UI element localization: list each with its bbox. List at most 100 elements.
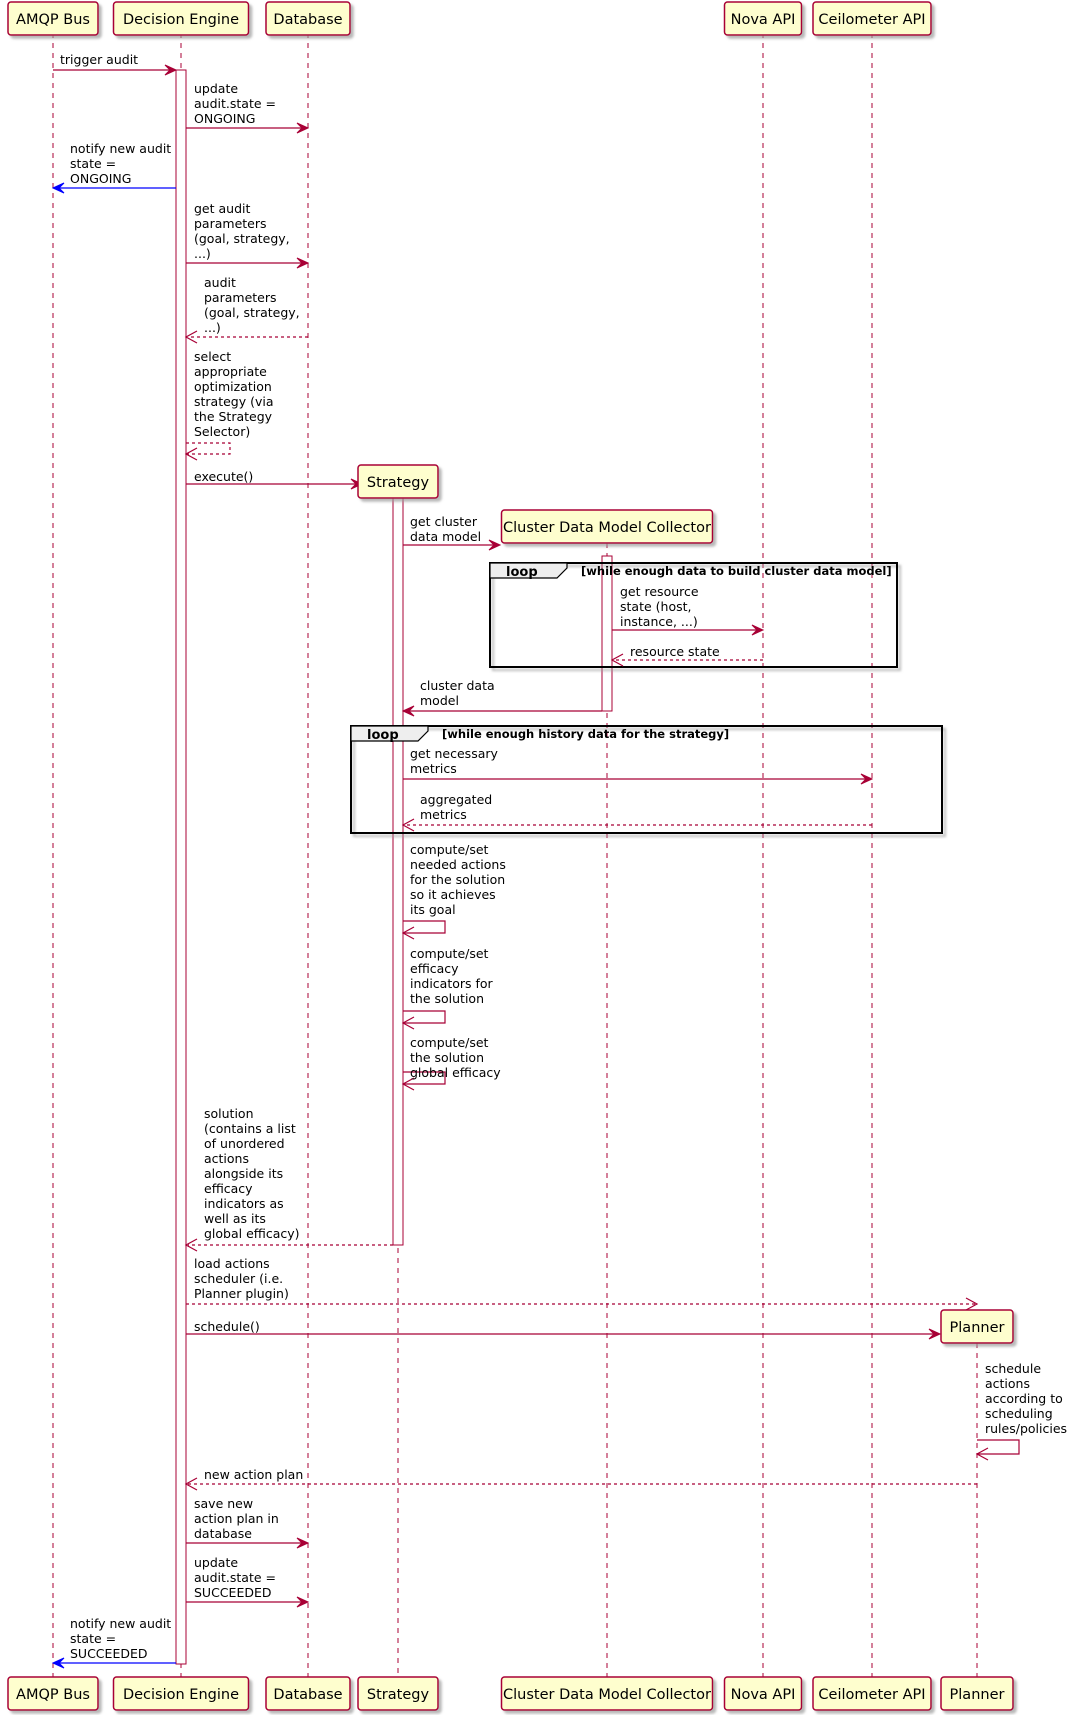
loop-condition: [while enough data to build cluster data… — [581, 564, 892, 578]
message-label: actions — [204, 1151, 249, 1166]
participant-label: AMQP Bus — [16, 12, 90, 28]
message-label: SUCCEEDED — [70, 1646, 147, 1661]
message-label: aggregated — [420, 792, 492, 807]
message-label: so it achieves — [410, 887, 496, 902]
arrow-head — [928, 1328, 942, 1340]
message-label: global efficacy — [410, 1065, 501, 1080]
participant-label: Database — [273, 1687, 342, 1703]
message-label: scheduling — [985, 1406, 1053, 1421]
participant-label: Strategy — [367, 1687, 430, 1703]
message-label: model — [420, 693, 459, 708]
message-line — [403, 1010, 446, 1024]
message-line — [186, 442, 231, 455]
participant-planner-bottom: Planner — [940, 1676, 1014, 1711]
participant-amqp-bottom: AMQP Bus — [7, 1676, 99, 1711]
arrow-head — [860, 773, 874, 785]
arrow-head — [751, 624, 765, 636]
message-line — [403, 1071, 446, 1085]
participant-de-top: Decision Engine — [112, 1, 250, 36]
arrow-head — [51, 182, 65, 194]
message-label: Selector) — [194, 424, 250, 439]
participant-label: Cluster Data Model Collector — [503, 520, 711, 536]
message-label: new action plan — [204, 1467, 303, 1482]
participant-de-bottom: Decision Engine — [112, 1676, 250, 1711]
message-label: actions — [985, 1376, 1030, 1391]
arrow-head — [401, 1077, 415, 1091]
message-label: its goal — [410, 902, 456, 917]
message-label: ...) — [204, 320, 221, 335]
participant-label: Cluster Data Model Collector — [503, 1687, 711, 1703]
message-label: indicators for — [410, 976, 494, 991]
arrow-head — [610, 653, 624, 667]
message-21: new action plan — [184, 1467, 977, 1491]
message-label: audit.state = — [194, 1570, 276, 1585]
message-label: parameters — [194, 216, 267, 231]
participant-label: AMQP Bus — [16, 1687, 90, 1703]
participant-label: Decision Engine — [123, 12, 239, 28]
message-label: trigger audit — [60, 52, 138, 67]
message-label: audit.state = — [194, 96, 276, 111]
message-label: appropriate — [194, 364, 267, 379]
message-label: load actions — [194, 1256, 270, 1271]
message-line — [403, 920, 446, 934]
loop-tab — [489, 562, 568, 579]
participant-planner-top: Planner — [940, 1309, 1014, 1344]
message-label: parameters — [204, 290, 277, 305]
message-label: save new — [194, 1496, 253, 1511]
participant-label: Database — [273, 12, 342, 28]
participant-db-bottom: Database — [265, 1676, 351, 1711]
participant-db-top: Database — [265, 1, 351, 36]
participant-label: Ceilometer API — [818, 1687, 925, 1703]
message-label: global efficacy) — [204, 1226, 300, 1241]
arrow-head — [296, 1537, 310, 1549]
loop-tab — [350, 725, 429, 742]
arrow-head — [965, 1297, 979, 1311]
message-1: trigger audit — [53, 52, 178, 76]
message-label: compute/set — [410, 1035, 489, 1050]
activation-bar-de — [175, 69, 187, 1665]
message-label: resource state — [630, 644, 720, 659]
message-label: alongside its — [204, 1166, 283, 1181]
participant-label: Ceilometer API — [818, 12, 925, 28]
arrow-head — [488, 539, 502, 551]
arrow-head — [164, 64, 178, 76]
arrow-head — [401, 818, 415, 832]
arrow-head — [184, 1238, 198, 1252]
message-label: the Strategy — [194, 409, 273, 424]
activation-bar-strategy — [392, 497, 404, 1246]
message-label: update — [194, 81, 238, 96]
message-label: optimization — [194, 379, 272, 394]
message-label: the solution — [410, 991, 484, 1006]
message-label: (goal, strategy, — [204, 305, 300, 320]
message-label: get audit — [194, 201, 250, 216]
participant-ceilo-bottom: Ceilometer API — [812, 1676, 932, 1711]
message-label: select — [194, 349, 231, 364]
message-label: (contains a list — [204, 1121, 296, 1136]
message-7: execute() — [186, 469, 364, 490]
message-label: compute/set — [410, 842, 489, 857]
arrow-head — [975, 1447, 989, 1461]
message-label: schedule() — [194, 1319, 260, 1334]
loop-label: loop — [367, 728, 399, 743]
arrow-head — [296, 257, 310, 269]
participant-strategy-bottom: Strategy — [357, 1676, 439, 1711]
message-19: schedule() — [186, 1319, 942, 1340]
participant-nova-top: Nova API — [723, 1, 803, 36]
participant-label: Decision Engine — [123, 1687, 239, 1703]
arrow-head — [296, 122, 310, 134]
message-label: state = — [70, 156, 116, 171]
message-label: according to — [985, 1391, 1063, 1406]
